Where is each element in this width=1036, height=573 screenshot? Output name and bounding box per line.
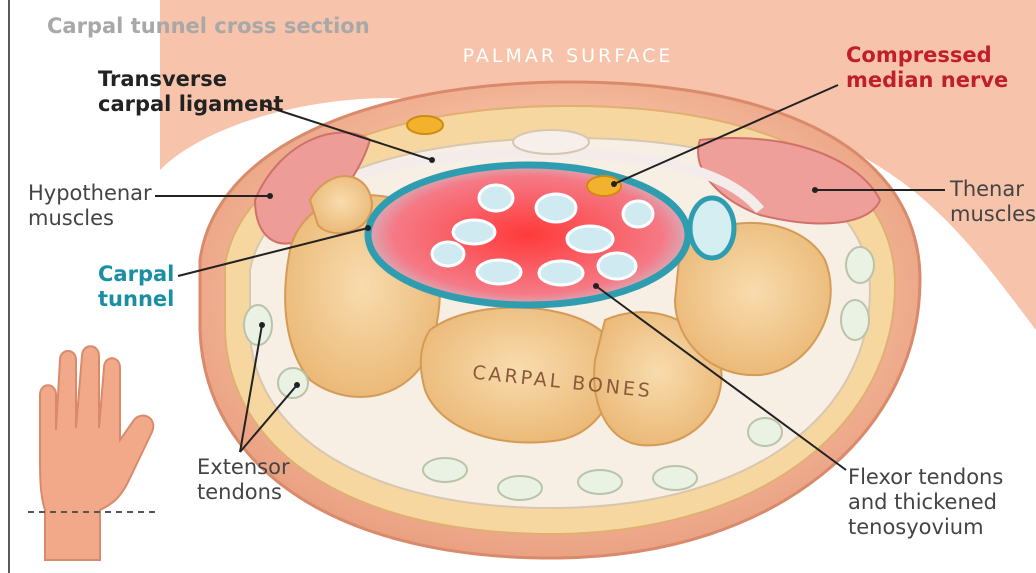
hand-inset-icon xyxy=(28,346,156,560)
label-extensor-tendons: Extensor tendons xyxy=(197,455,290,505)
label-compressed-nerve: Compressed median nerve xyxy=(846,43,1008,93)
extensor-tendon xyxy=(653,466,697,490)
flexor-tendon xyxy=(539,261,583,285)
extensor-tendon xyxy=(423,458,467,482)
flexor-tendon xyxy=(536,194,576,222)
extensor-tendon xyxy=(748,418,782,446)
extensor-tendon xyxy=(278,368,308,398)
carpal-tunnel-shape xyxy=(368,165,688,305)
figure-title: Carpal tunnel cross section xyxy=(47,14,370,38)
flexor-tendon xyxy=(598,253,636,279)
flexor-tendon xyxy=(623,201,653,227)
flexor-tendon xyxy=(567,226,613,252)
palmar-tendon xyxy=(513,130,589,154)
extensor-tendon xyxy=(244,305,272,345)
flexor-sheath-fpl xyxy=(690,198,734,258)
label-thenar-muscles: Thenar muscles xyxy=(950,177,1036,227)
palmar-surface-label: PALMAR SURFACE xyxy=(463,45,674,67)
label-carpal-tunnel: Carpal tunnel xyxy=(98,262,174,312)
label-transverse-ligament: Transverse carpal ligament xyxy=(98,67,283,117)
flexor-tendon xyxy=(453,220,495,244)
label-hypothenar-muscles: Hypothenar muscles xyxy=(28,181,152,231)
flexor-tendon xyxy=(432,242,464,266)
extensor-tendon xyxy=(578,470,622,494)
extensor-tendon xyxy=(498,476,542,500)
extensor-tendon xyxy=(841,300,869,340)
flexor-tendon xyxy=(479,185,513,211)
palmar-vessel xyxy=(407,116,443,134)
flexor-tendon xyxy=(477,260,521,284)
extensor-tendon xyxy=(846,247,874,283)
label-flexor-tendons: Flexor tendons and thickened tenosyovium xyxy=(848,465,1003,540)
